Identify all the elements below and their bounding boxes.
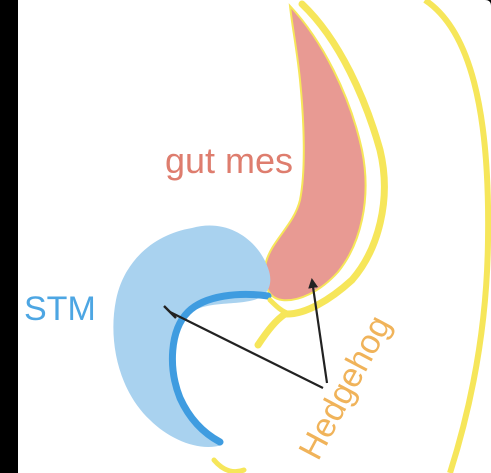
gut-mes-label: gut mes	[165, 140, 293, 181]
stm-label: STM	[24, 290, 96, 328]
white-panel	[18, 0, 491, 473]
